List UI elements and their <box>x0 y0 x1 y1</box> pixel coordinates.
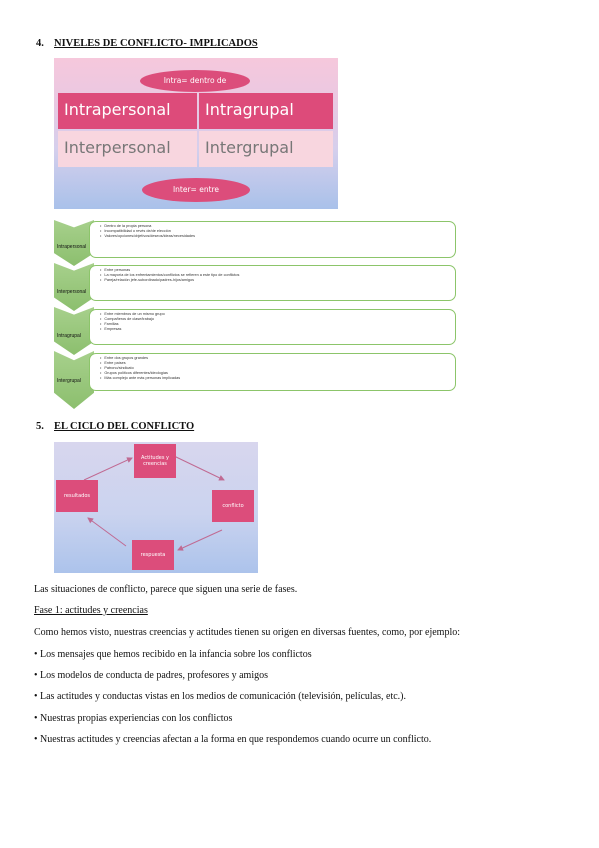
lead-text: Como hemos visto, nuestras creencias y a… <box>34 627 461 638</box>
node-resultados: resultados <box>56 480 98 512</box>
inter-pill: Inter= entre <box>142 178 250 202</box>
cycle-image: Actitudes y creencias conflicto respuest… <box>54 442 258 573</box>
section-number: 5. <box>36 421 44 432</box>
arrow-icon <box>83 457 133 481</box>
arrow-icon <box>177 529 223 551</box>
bullet-item: • Los mensajes que hemos recibido en la … <box>34 649 312 660</box>
node-conflicto: conflicto <box>212 490 254 522</box>
level-box: Dentro de la propia persona Incompatibil… <box>89 221 456 258</box>
section-4-heading: 4. NIVELES DE CONFLICTO- IMPLICADOS <box>36 38 336 52</box>
section-number: 4. <box>36 38 44 49</box>
level-label: Interpersonal <box>57 289 87 295</box>
cell-intergrupal: Intergrupal <box>199 131 333 167</box>
level-item: Valores/opciones/objetivos/deseos/ideas/… <box>100 234 455 239</box>
level-item: Incompatibilidad o revés de/de elección <box>100 229 455 234</box>
chevron <box>54 220 94 266</box>
phase-1-title: Fase 1: actitudes y creencias <box>34 605 148 616</box>
level-label: Intragrupal <box>57 333 81 339</box>
cycle-arrows <box>83 455 225 551</box>
level-item: Compañeros de clase/trabajo <box>100 317 455 322</box>
cell-intrapersonal: Intrapersonal <box>58 93 197 129</box>
levels-image: Intra= dentro de Intrapersonal Intragrup… <box>54 58 338 209</box>
level-item: Entre dos grupos grandes <box>100 356 455 361</box>
chevron <box>54 263 94 311</box>
level-item: Familias <box>100 322 455 327</box>
intro-text: Las situaciones de conflicto, parece que… <box>34 584 298 595</box>
node-actitudes: Actitudes y creencias <box>134 444 176 478</box>
cell-interpersonal: Interpersonal <box>58 131 197 167</box>
level-item: Grupos políticos diferentes/ideologías <box>100 371 455 376</box>
level-item: La mayoría de los enfrentamientos/confli… <box>100 273 455 278</box>
level-box: Entre dos grupos grandes Entre países Pa… <box>89 353 456 391</box>
level-item: Más complejo ante más personas implicada… <box>100 376 455 381</box>
level-item: Entre miembros de un mismo grupo <box>100 312 455 317</box>
section-title: NIVELES DE CONFLICTO- IMPLICADOS <box>54 38 258 49</box>
section-5-heading: 5. EL CICLO DEL CONFLICTO <box>36 421 336 435</box>
chevron <box>54 307 94 355</box>
level-box: Entre miembros de un mismo grupo Compañe… <box>89 309 456 345</box>
intra-pill: Intra= dentro de <box>140 70 250 92</box>
bullet-item: • Nuestras actitudes y creencias afectan… <box>34 734 432 745</box>
arrow-icon <box>87 517 127 547</box>
bullet-item: • Los modelos de conducta de padres, pro… <box>34 670 268 681</box>
level-label: Intergrupal <box>57 378 81 384</box>
level-item: Pareja/relación jefe-subordinado/padres-… <box>100 278 455 283</box>
node-respuesta: respuesta <box>132 540 174 570</box>
cell-intragrupal: Intragrupal <box>199 93 333 129</box>
bullet-item: • Las actitudes y conductas vistas en lo… <box>34 691 407 702</box>
level-label: Intrapersonal <box>57 244 87 250</box>
level-item: Patrono/sindicato <box>100 366 455 371</box>
level-item: Dentro de la propia persona <box>100 224 455 229</box>
level-item: Entre personas <box>100 268 455 273</box>
arrow-icon <box>173 455 225 481</box>
level-box: Entre personas La mayoría de los enfrent… <box>89 265 456 301</box>
bullet-item: • Nuestras propias experiencias con los … <box>34 713 233 724</box>
level-item: Empresas <box>100 327 455 332</box>
section-title: EL CICLO DEL CONFLICTO <box>54 421 195 432</box>
level-item: Entre países <box>100 361 455 366</box>
